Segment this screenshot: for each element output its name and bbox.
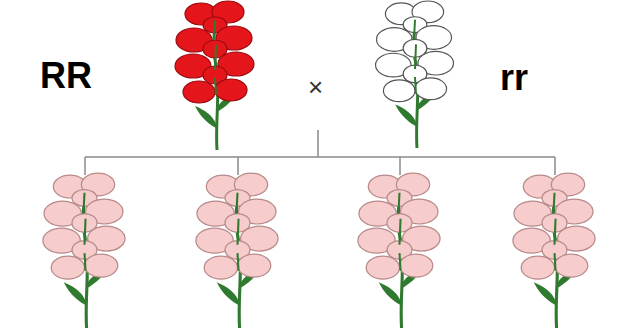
pink-flower <box>513 173 595 328</box>
cross-symbol: × <box>308 74 323 100</box>
pink-flower <box>358 173 440 328</box>
white-flower <box>376 1 454 148</box>
red-flower <box>175 1 254 150</box>
offspring-lines <box>85 130 555 175</box>
genotype-label: rr <box>500 60 528 96</box>
pink-flower <box>43 173 125 328</box>
pink-flower <box>196 173 278 328</box>
genotype-label: RR <box>40 58 92 94</box>
